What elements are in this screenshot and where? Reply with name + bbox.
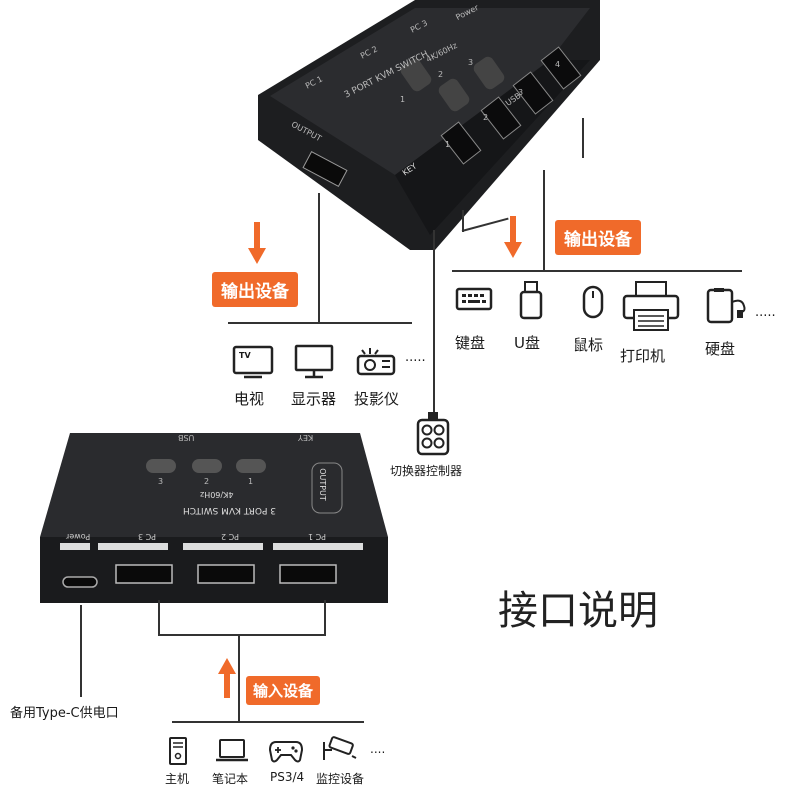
output-right-item-mouse: 鼠标 bbox=[573, 336, 604, 354]
output-right-item-hard-drive: 硬盘 bbox=[705, 340, 736, 358]
input-arrow-icon bbox=[218, 658, 236, 702]
printer-icon bbox=[622, 280, 680, 336]
page-title: 接口说明 bbox=[498, 588, 658, 634]
output-right-more: ..... bbox=[755, 305, 776, 320]
output-left-more: ..... bbox=[405, 350, 426, 365]
cctv-camera-icon bbox=[322, 736, 358, 768]
kvm-switch-top-view: 3 PORT KVM SWITCH OUTPUT KEY USB 4K/60Hz… bbox=[250, 0, 600, 250]
usb-bracket-left bbox=[462, 210, 464, 232]
hdmi-bracket-left bbox=[158, 600, 160, 636]
output-right-arrow-icon bbox=[504, 216, 522, 262]
input-badge: 输入设备 bbox=[246, 676, 321, 705]
hdmi-bracket-right bbox=[324, 600, 326, 636]
output-right-item-printer: 打印机 bbox=[620, 347, 666, 365]
top-device-btn3: 3 bbox=[468, 58, 474, 67]
output-left-badge: 输出设备 bbox=[212, 272, 298, 307]
front-device-pc3-label: PC 3 bbox=[138, 532, 157, 541]
output-left-arrow-icon bbox=[248, 222, 266, 268]
input-drop-line bbox=[238, 636, 240, 722]
controller-icon bbox=[415, 412, 451, 462]
tv-icon: TV bbox=[232, 345, 274, 383]
controller-line bbox=[433, 230, 435, 415]
front-device-res-label: 4K/60Hz bbox=[200, 490, 234, 499]
hard-drive-icon bbox=[706, 286, 750, 330]
top-device-btn2: 2 bbox=[438, 70, 444, 79]
top-device-btn1: 1 bbox=[400, 95, 406, 104]
output-right-bus bbox=[452, 270, 742, 272]
keyboard-icon bbox=[455, 287, 493, 315]
front-device-power-label: Power bbox=[66, 532, 91, 541]
top-device-usb-num-4: 4 bbox=[555, 60, 561, 69]
input-item-desktop: 主机 bbox=[165, 772, 190, 786]
front-device-output-label: OUTPUT bbox=[317, 468, 327, 501]
controller-label: 切换器控制器 bbox=[390, 464, 463, 478]
projector-icon bbox=[356, 346, 398, 382]
output-right-badge: 输出设备 bbox=[555, 220, 641, 255]
output-left-bus bbox=[228, 322, 412, 324]
usb-drive-icon bbox=[518, 280, 544, 324]
output-left-item-projector: 投影仪 bbox=[354, 390, 400, 408]
front-device-title: 3 PORT KVM SWITCH bbox=[183, 505, 277, 515]
top-device-usb-num-1: 1 bbox=[445, 140, 451, 149]
typec-line bbox=[80, 605, 82, 697]
gamepad-icon bbox=[268, 738, 304, 768]
mouse-icon bbox=[582, 285, 604, 323]
monitor-icon bbox=[294, 344, 334, 384]
input-bus bbox=[172, 721, 364, 723]
kvm-switch-front-view: 3 PORT KVM SWITCH 4K/60Hz OUTPUT KEY USB… bbox=[38, 425, 390, 605]
top-device-usb-num-2: 2 bbox=[483, 113, 489, 122]
input-more: .... bbox=[370, 742, 386, 756]
output-right-item-usb-drive: U盘 bbox=[514, 334, 540, 352]
output-left-item-monitor: 显示器 bbox=[291, 390, 337, 408]
front-device-usb-label: USB bbox=[178, 433, 195, 442]
front-device-pc2-label: PC 2 bbox=[221, 532, 240, 541]
tv-icon-text: TV bbox=[239, 351, 251, 360]
usb-bracket-right bbox=[582, 118, 584, 158]
input-item-laptop: 笔记本 bbox=[212, 772, 249, 786]
input-item-gamepad: PS3/4 bbox=[270, 770, 305, 784]
output-connector-line bbox=[318, 193, 320, 323]
top-device-usb-num-3: 3 bbox=[518, 88, 524, 97]
output-left-item-tv: 电视 bbox=[234, 390, 265, 408]
hdmi-bracket-bottom bbox=[158, 634, 326, 636]
typec-label: 备用Type-C供电口 bbox=[10, 706, 119, 721]
front-device-btn2: 2 bbox=[204, 477, 210, 486]
usb-drop-line bbox=[543, 170, 545, 270]
input-item-cctv: 监控设备 bbox=[316, 772, 365, 786]
desktop-pc-icon bbox=[168, 736, 188, 770]
front-device-key-label: KEY bbox=[298, 433, 314, 442]
output-right-item-keyboard: 键盘 bbox=[455, 334, 486, 352]
front-device-pc1-label: PC 1 bbox=[308, 532, 327, 541]
front-device-btn1: 1 bbox=[248, 477, 254, 486]
laptop-icon bbox=[214, 738, 250, 768]
front-device-btn3: 3 bbox=[158, 477, 164, 486]
